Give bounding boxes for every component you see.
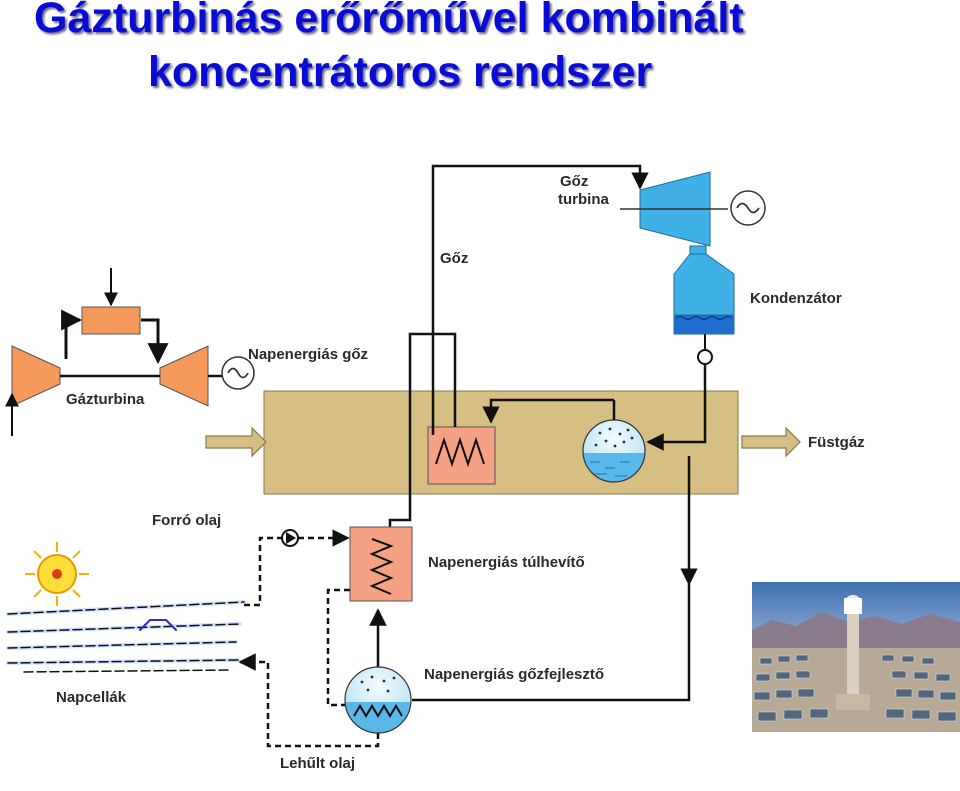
pump-icon bbox=[697, 349, 713, 365]
solar-superheater bbox=[349, 526, 413, 602]
label-steam-turbine-1: Gőz bbox=[560, 173, 588, 190]
label-hot-oil: Forró olaj bbox=[152, 512, 221, 529]
label-steam-turbine-2: turbina bbox=[558, 191, 609, 208]
label-solar-steam-generator: Napenergiás gőzfejlesztő bbox=[424, 666, 604, 683]
boiler-superheater bbox=[427, 426, 496, 485]
steam-piping bbox=[369, 164, 707, 702]
compressor bbox=[11, 345, 61, 407]
sun-icon bbox=[25, 542, 89, 606]
solar-steam-generator bbox=[344, 666, 412, 734]
combustion-chamber bbox=[81, 306, 141, 335]
label-flue-gas: Füstgáz bbox=[808, 434, 865, 451]
solar-tower-photo bbox=[752, 582, 960, 732]
exhaust-inlet-arrow bbox=[205, 426, 267, 458]
label-gas-turbine: Gázturbina bbox=[66, 391, 145, 408]
power-plant-diagram: Gőz turbina Gőz Kondenzátor Napenergiás … bbox=[4, 164, 865, 772]
solar-collector-field bbox=[6, 600, 246, 673]
title-line-1: Gázturbinás erőrőművel kombinált bbox=[34, 0, 744, 42]
gas-turbine bbox=[159, 345, 209, 407]
label-cooled-oil: Lehűlt olaj bbox=[280, 755, 355, 772]
exhaust-outlet-arrow bbox=[741, 426, 801, 458]
label-solar-cells: Napcellák bbox=[56, 689, 127, 706]
gas-turbine-system bbox=[4, 268, 255, 436]
label-solar-steam: Napenergiás gőz bbox=[248, 346, 368, 363]
title-line-2: koncentrátoros rendszer bbox=[148, 48, 653, 96]
label-steam: Gőz bbox=[440, 250, 468, 267]
oil-loop bbox=[238, 529, 380, 748]
steam-turbine-system bbox=[620, 171, 766, 365]
label-condenser: Kondenzátor bbox=[750, 290, 842, 307]
solar-tower bbox=[836, 595, 870, 710]
label-solar-superheater: Napenergiás túlhevítő bbox=[428, 554, 585, 571]
